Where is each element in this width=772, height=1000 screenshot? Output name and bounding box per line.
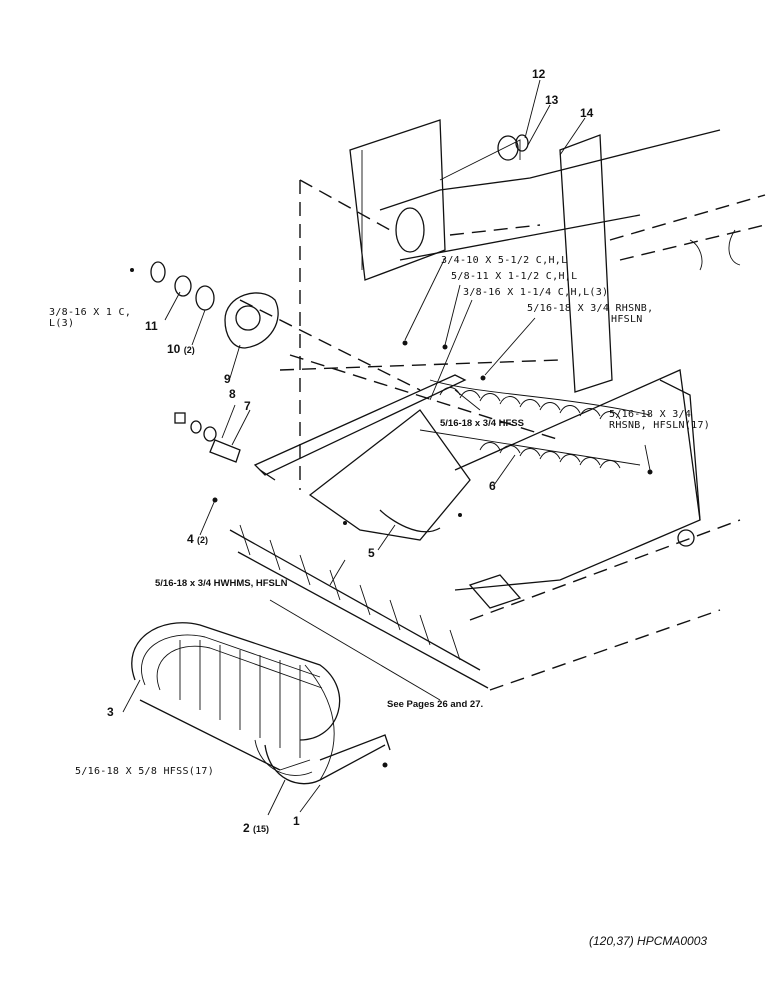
reel-bar-assembly <box>229 519 741 701</box>
hardware-label-rhsnb-2-line1: 5/16-18 X 3/4 <box>609 409 692 420</box>
callout-9: 9 <box>224 372 231 386</box>
callout-2-qty: (15) <box>253 824 270 834</box>
callout-6: 6 <box>489 479 496 493</box>
hardware-label-rhsnb-2-line2: RHSNB, HFSLN(17) <box>609 420 711 431</box>
callout-13: 13 <box>545 93 559 107</box>
callout-1: 1 <box>293 814 300 828</box>
tine-row <box>439 387 621 469</box>
callout-2: 2 (15) <box>243 821 270 835</box>
hardware-label-rhsnb-1: 5/16-18 X 3/4 RHSNB,HFSLN <box>527 303 653 325</box>
callout-5: 5 <box>368 546 375 560</box>
hardware-label-rhsnb-1-line1: 5/16-18 X 3/4 RHSNB, <box>527 303 654 314</box>
washer-assembly-12-13 <box>497 79 586 161</box>
hardware-label-3-4-10: 3/4-10 X 5-1/2 C,H,L <box>441 255 568 266</box>
construction-lines <box>279 179 561 490</box>
hardware-label-3-8-16x1-line2: L(3) <box>49 318 75 329</box>
callout-7: 7 <box>244 399 251 413</box>
callout-4: 4 (2) <box>187 532 209 546</box>
hardware-label-3-8-16x1-1-4: 3/8-16 X 1-1/4 C,H,L(3) <box>463 287 609 298</box>
rotor-frame <box>253 369 701 609</box>
fasteners <box>130 268 653 768</box>
hardware-label-hfss-17: 5/16-18 X 5/8 HFSS(17) <box>75 766 215 777</box>
main-frame <box>349 119 766 393</box>
callout-8: 8 <box>229 387 236 401</box>
hub-assembly <box>150 261 421 391</box>
pin-assembly-7-8 <box>174 404 251 463</box>
callout-11: 11 <box>145 319 158 333</box>
hardware-label-hwhms: 5/16-18 x 3/4 HWHMS, HFSLN <box>155 578 288 589</box>
callout-4-number: 4 <box>187 532 194 546</box>
callout-12: 12 <box>532 67 546 81</box>
hardware-label-hfss: 5/16-18 x 3/4 HFSS <box>440 418 524 429</box>
callout-4-qty: (2) <box>197 535 209 545</box>
hardware-label-5-8-11: 5/8-11 X 1-1/2 C,H,L <box>451 271 578 282</box>
see-pages-note: See Pages 26 and 27. <box>387 699 484 710</box>
callout-14: 14 <box>580 106 594 120</box>
callout-10-number: 10 <box>167 342 181 356</box>
hardware-label-3-8-16x1-line1: 3/8-16 X 1 C, <box>49 307 132 318</box>
callout-3: 3 <box>107 705 114 719</box>
callout-10-qty: (2) <box>183 345 195 355</box>
hardware-label-3-8-16x1: 3/8-16 X 1 C,L(3) <box>49 307 131 329</box>
callout-2-number: 2 <box>243 821 250 835</box>
hardware-label-rhsnb-1-line2: HFSLN <box>611 314 643 325</box>
leader-lines <box>122 257 651 816</box>
figure-reference-footer: (120,37) HPCMA0003 <box>589 934 708 948</box>
stripper-bands <box>131 622 391 785</box>
callout-10: 10 (2) <box>167 342 195 356</box>
